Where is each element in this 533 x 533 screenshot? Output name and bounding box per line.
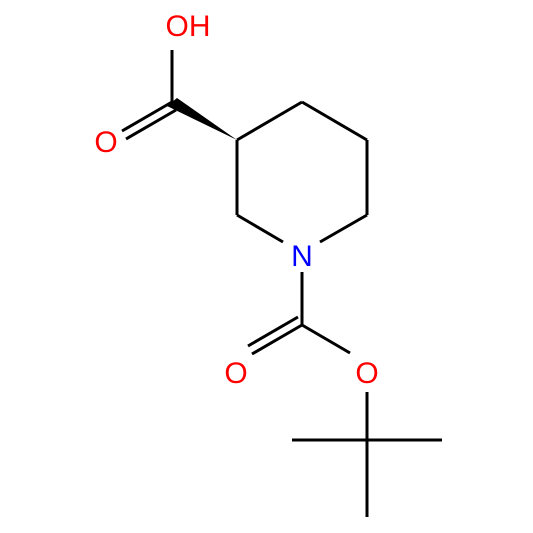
acid-c-o-double-bond-a	[121, 100, 173, 133]
bonds	[121, 50, 442, 517]
stereo-wedge-bond	[167, 98, 237, 140]
acid-c-o-double-bond-b	[125, 108, 177, 141]
ring-bond-c4-c5	[301, 100, 368, 142]
ring-bond-c3-c4	[236, 100, 303, 142]
carbamate-c-o-double-bond-a	[251, 323, 303, 356]
ester-oxygen-label: O	[355, 357, 378, 390]
acid-carbonyl-oxygen-label: O	[94, 126, 117, 159]
ring-bond-c6-n1	[319, 213, 368, 244]
carbamate-carbonyl-oxygen-label: O	[224, 357, 247, 390]
ring-bond-n1-c2	[236, 213, 284, 244]
carbamate-c-o-double-bond-b	[247, 315, 299, 348]
carbonyl-ester-o-bond	[301, 323, 351, 355]
nitrogen-label: N	[291, 240, 313, 273]
hydroxyl-label: OH	[166, 10, 211, 43]
